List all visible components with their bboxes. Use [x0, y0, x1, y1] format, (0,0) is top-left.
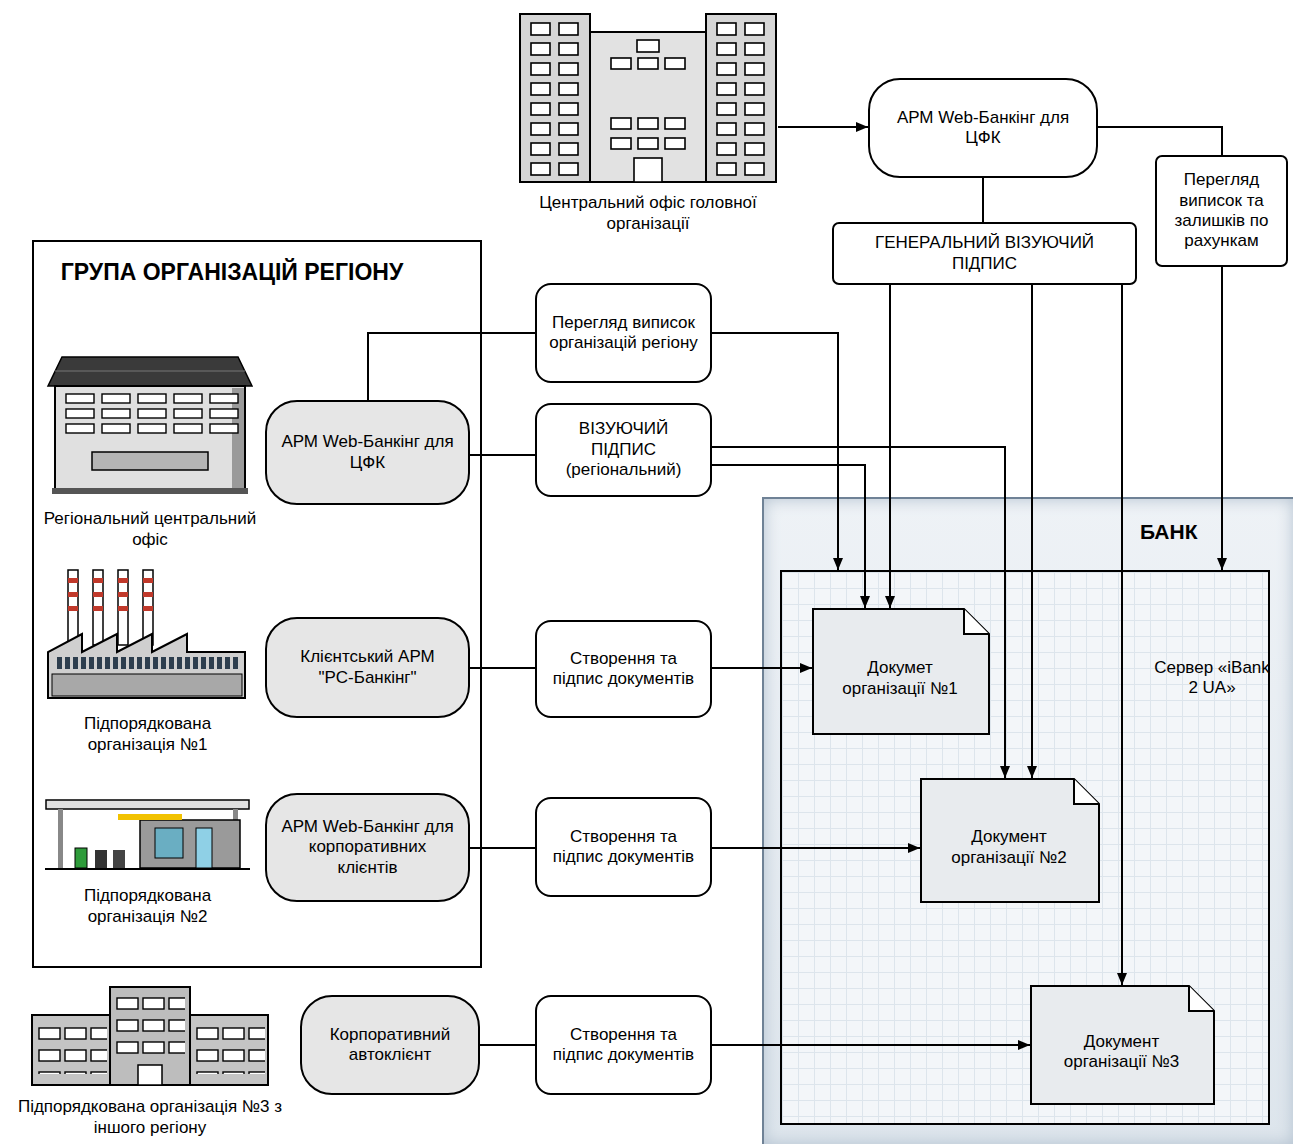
organization-node: Регіональний центральний офіс — [40, 352, 260, 550]
node-text: Створення та підпис документів — [547, 649, 700, 690]
organization-node: Підпорядкована організація №2 — [40, 795, 255, 927]
node-text: БАНК — [1140, 519, 1230, 544]
workstation-box: АРМ Web-Банкінг для ЦФК — [868, 78, 1098, 178]
node-text: ГРУПА ОРГАНІЗАЦІЙ РЕГІОНУ — [44, 258, 420, 287]
connector-line — [368, 333, 535, 400]
server-box: Сервер «iBank 2 UA» Докумет організації №… — [780, 570, 1270, 1125]
node-text: АРМ Web-Банкінг для ЦФК — [884, 108, 1082, 149]
connector-line — [778, 126, 868, 128]
action-box: Створення та підпис документів — [535, 797, 712, 897]
connector-line — [712, 847, 920, 849]
workstation-box: АРМ Web-Банкінг для корпоративних клієнт… — [265, 793, 470, 902]
node-text: Сервер «iBank 2 UA» — [1152, 658, 1272, 699]
connector-line — [712, 465, 865, 608]
node-text: Документ організації №3 — [1044, 1032, 1199, 1073]
node-text: Підпорядкована організація №1 — [40, 714, 255, 755]
connector-line — [712, 447, 1005, 778]
node-text: Перегляд виписок організацій регіону — [547, 313, 700, 354]
node-text: Регіональний центральний офіс — [40, 509, 260, 550]
action-box: Створення та підпис документів — [535, 995, 712, 1095]
workstation-box: Корпоративний автоклієнт — [300, 995, 480, 1095]
connector-line — [712, 333, 838, 570]
connector-line — [480, 1044, 535, 1046]
node-text: Підпорядкована організація №2 — [40, 886, 255, 927]
connector-line — [982, 178, 984, 222]
document-outline — [813, 609, 989, 734]
node-text: АРМ Web-Банкінг для корпоративних клієнт… — [281, 817, 454, 878]
document-node: Документ організації №3 — [1030, 985, 1215, 1105]
node-text: Корпоративний автоклієнт — [316, 1025, 464, 1066]
organization-node: Підпорядкована організація №1 — [40, 565, 255, 755]
node-text: Створення та підпис документів — [547, 827, 700, 868]
connector-line — [470, 667, 535, 669]
document-outline — [1031, 986, 1214, 1104]
action-box: ВІЗУЮЧИЙ ПІДПИС (регіональний) — [535, 403, 712, 497]
node-text: ГЕНЕРАЛЬНИЙ ВІЗУЮЧИЙ ПІДПИС — [842, 233, 1127, 274]
connector-line — [712, 667, 812, 669]
node-text: Перегляд виписок та залишків по рахункам — [1165, 170, 1278, 252]
node-text: Документ організації №2 — [934, 827, 1084, 868]
node-text: Клієнтський АРМ "PC-Банкінг" — [281, 647, 454, 688]
regional-office-illustration — [48, 357, 252, 494]
organization-node: Підпорядкована організація №3 з іншого р… — [14, 982, 286, 1138]
connector-line — [1221, 267, 1223, 570]
signature-box: Перегляд виписок та залишків по рахункам — [1155, 155, 1288, 267]
connector-line — [470, 847, 535, 849]
node-text: Центральний офіс головної організації — [518, 193, 778, 234]
node-text: Докумет організації №1 — [826, 658, 974, 699]
central-office-illustration — [520, 14, 776, 182]
connector-line — [1098, 127, 1222, 155]
connector-line — [889, 285, 891, 608]
bank-area: БАНК Сервер «iBank 2 UA» Докумет організац… — [762, 497, 1293, 1144]
document-fold — [1189, 986, 1214, 1011]
gas-station-illustration — [45, 800, 250, 869]
action-box: Перегляд виписок організацій регіону — [535, 283, 712, 383]
document-fold — [1074, 779, 1099, 804]
connector-line — [470, 454, 535, 456]
branch-office-illustration — [32, 987, 268, 1085]
node-text: Створення та підпис документів — [547, 1025, 700, 1066]
factory-illustration — [48, 570, 245, 698]
node-text: АРМ Web-Банкінг для ЦФК — [281, 432, 454, 473]
action-box: Створення та підпис документів — [535, 620, 712, 718]
connector-line — [712, 1044, 1030, 1046]
document-node: Документ організації №2 — [920, 778, 1100, 903]
node-text: ВІЗУЮЧИЙ ПІДПИС (регіональний) — [547, 419, 700, 480]
signature-box: ГЕНЕРАЛЬНИЙ ВІЗУЮЧИЙ ПІДПИС — [832, 222, 1137, 285]
connector-line — [1121, 285, 1123, 985]
document-node: Докумет організації №1 — [812, 608, 990, 735]
workstation-box: Клієнтський АРМ "PC-Банкінг" — [265, 617, 470, 718]
node-text: Підпорядкована організація №3 з іншого р… — [14, 1097, 286, 1138]
connector-line — [1031, 285, 1033, 778]
organization-node: Центральний офіс головної організації — [518, 12, 778, 234]
workstation-box: АРМ Web-Банкінг для ЦФК — [265, 400, 470, 505]
document-outline — [921, 779, 1099, 902]
region-group: ГРУПА ОРГАНІЗАЦІЙ РЕГІОНУ Регіональний це… — [32, 240, 482, 968]
document-fold — [964, 609, 989, 634]
